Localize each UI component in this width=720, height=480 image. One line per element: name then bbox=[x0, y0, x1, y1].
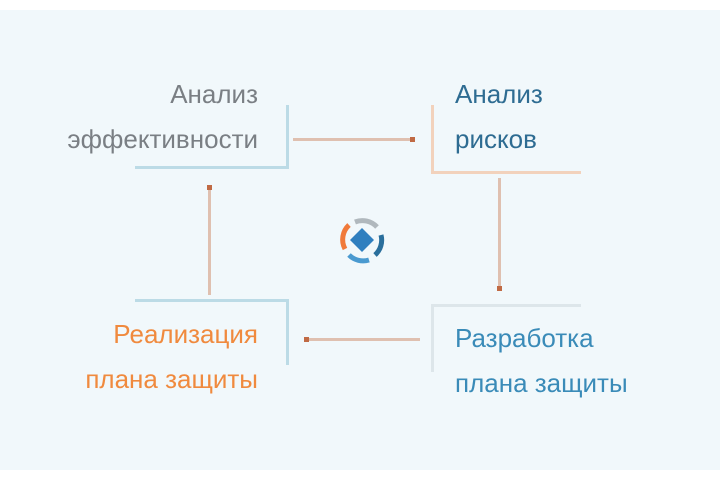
node-effectiveness-line2: эффективности bbox=[67, 124, 258, 154]
node-effectiveness: Анализ эффективности bbox=[67, 72, 258, 162]
arrow-effectiveness-to-risks bbox=[293, 138, 411, 141]
bracket-risks-horizontal bbox=[431, 171, 581, 174]
node-effectiveness-line1: Анализ bbox=[170, 79, 258, 109]
arrow-head-up bbox=[207, 185, 212, 190]
node-implementation: Реализация плана защиты bbox=[85, 312, 258, 402]
arrow-implementation-to-effectiveness bbox=[208, 188, 211, 295]
node-implementation-line2: плана защиты bbox=[85, 364, 258, 394]
bracket-risks-vertical bbox=[431, 105, 434, 174]
cycle-icon bbox=[340, 218, 385, 264]
node-risks: Анализ рисков bbox=[455, 72, 543, 162]
bracket-effectiveness-vertical bbox=[286, 105, 289, 169]
bracket-development-vertical bbox=[431, 304, 434, 372]
bracket-implementation-horizontal bbox=[135, 299, 289, 302]
arrow-development-to-implementation bbox=[308, 338, 420, 341]
bracket-implementation-vertical bbox=[286, 299, 289, 365]
node-development: Разработка плана защиты bbox=[455, 316, 628, 406]
node-development-line2: плана защиты bbox=[455, 368, 628, 398]
arrow-head-left bbox=[304, 337, 309, 342]
node-risks-line2: рисков bbox=[455, 124, 537, 154]
arrow-risks-to-development bbox=[498, 178, 501, 288]
node-development-line1: Разработка bbox=[455, 323, 594, 353]
arrow-head-right bbox=[410, 137, 415, 142]
node-risks-line1: Анализ bbox=[455, 79, 543, 109]
arrow-head-down bbox=[497, 286, 502, 291]
bracket-effectiveness-horizontal bbox=[135, 166, 289, 169]
node-implementation-line1: Реализация bbox=[113, 319, 258, 349]
bracket-development-horizontal bbox=[431, 304, 581, 307]
